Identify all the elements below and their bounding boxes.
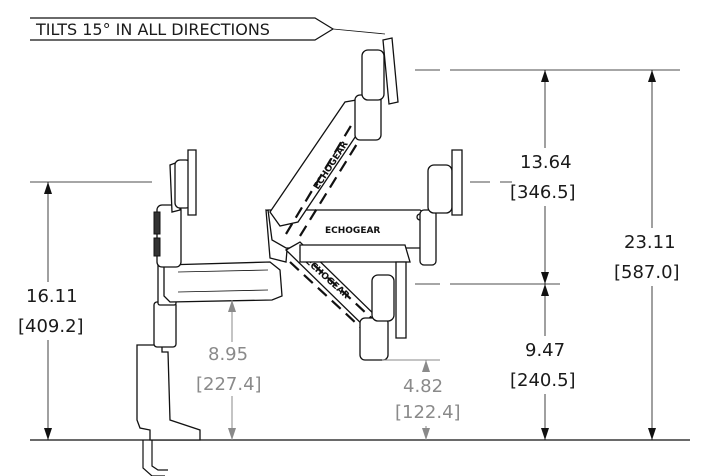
lowered-arm-logo: ECHOGEAR (303, 257, 351, 302)
dimension-left-height: 16.11 [409.2] (18, 182, 84, 440)
upper-vesa-plate (361, 49, 385, 101)
extension-lines (30, 69, 680, 285)
low-position-mm: [122.4] (395, 402, 461, 423)
upper-arm-raised: ECHOGEAR (269, 37, 399, 237)
tilt-callout: TILTS 15° IN ALL DIRECTIONS (30, 17, 386, 41)
upper-tilt-joint (354, 94, 382, 141)
lower-arm-position: ECHOGEAR (284, 241, 411, 361)
upper-arm-path-2 (299, 125, 369, 237)
pole-base (153, 301, 177, 348)
lower-span-inches: 9.47 (525, 340, 565, 361)
lower-span-mm: [240.5] (510, 370, 576, 391)
lowered-tilt-joint (359, 317, 389, 361)
clamp-body (136, 344, 201, 441)
lower-arm (163, 261, 283, 303)
total-height-inches: 23.11 (624, 232, 676, 253)
left-height-inches: 16.11 (26, 286, 78, 307)
tilt-callout-text: TILTS 15° IN ALL DIRECTIONS (35, 20, 270, 39)
dimension-upper-span: 13.64 [346.5] (510, 70, 580, 284)
upper-monitor-panel (382, 37, 399, 105)
right-vesa-plate (427, 164, 453, 214)
upper-span-inches: 13.64 (520, 152, 572, 173)
left-monitor-mount (153, 149, 197, 268)
right-monitor-mount (427, 149, 463, 216)
clamp-screw (142, 440, 165, 476)
middle-arm-logo: ECHOGEAR (325, 226, 380, 236)
lowered-monitor-panel (395, 261, 407, 339)
low-position-inches: 4.82 (403, 376, 443, 397)
left-height-mm: [409.2] (18, 316, 84, 337)
upper-arm-path-1 (285, 123, 353, 235)
dimension-arm-height: 8.95 [227.4] (195, 300, 262, 440)
total-height-mm: [587.0] (614, 262, 680, 283)
arm-height-mm: [227.4] (196, 374, 262, 395)
upper-span-mm: [346.5] (510, 182, 576, 203)
lower-arm-body (163, 261, 283, 303)
dimension-low-position: 4.82 [122.4] (382, 359, 461, 440)
right-monitor-panel (451, 149, 463, 216)
dimension-lower-span: 9.47 [240.5] (510, 284, 580, 440)
middle-tilt-joint (419, 209, 437, 266)
left-monitor-panel (187, 149, 197, 216)
callout-leader (332, 28, 386, 35)
dimension-total-height: 23.11 [587.0] (614, 70, 690, 440)
clamp-screw-inner (151, 440, 168, 471)
arm-height-inches: 8.95 (208, 344, 248, 365)
lowered-vesa-plate (371, 274, 395, 322)
left-tilt-joint (156, 204, 182, 268)
